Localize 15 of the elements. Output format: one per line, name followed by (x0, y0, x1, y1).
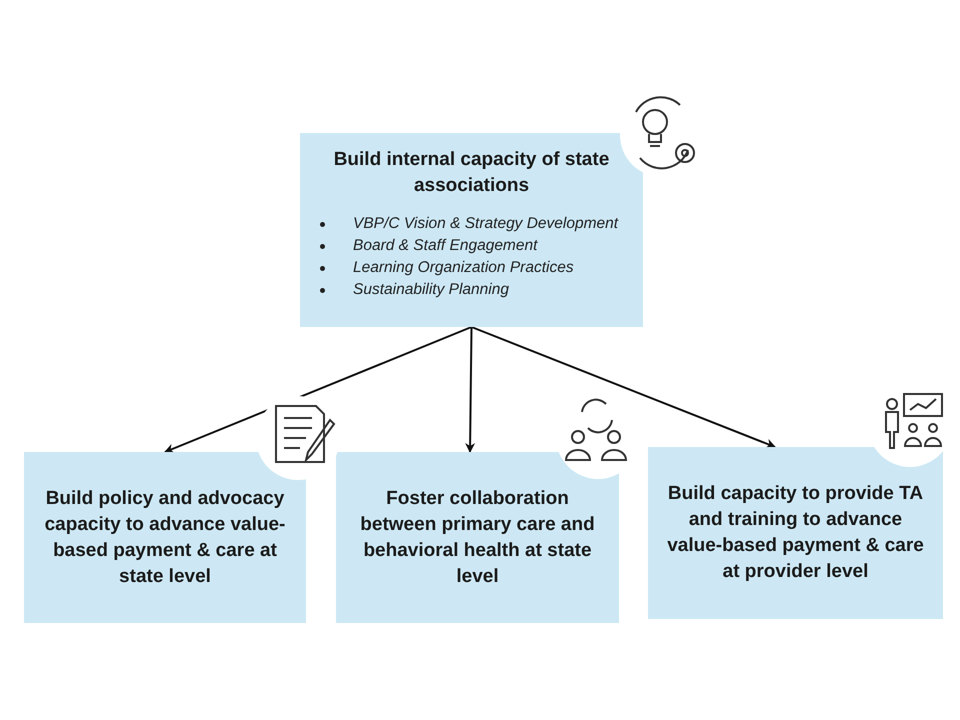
process-box (300, 133, 643, 327)
box-heading: Foster collaboration between primary care and behavioral health at state level (359, 486, 596, 588)
box-heading: Build capacity to provide TA and training to advance value-based payment & care at provider level (666, 482, 925, 584)
box-heading: Build policy and advocacy capacity to advance value-based payment & care at state level (44, 486, 286, 588)
bullet-item: Learning Organization Practices (353, 258, 574, 278)
box-heading: Build internal capacity of state associations (332, 148, 610, 198)
arrow (164, 326, 472, 454)
bullet-item: Board & Staff Engagement (353, 236, 538, 256)
bullet-item: VBP/C Vision & Strategy Development (353, 214, 618, 234)
process-box (24, 452, 306, 623)
process-box (648, 447, 943, 619)
process-box (336, 452, 619, 623)
arrow (465, 326, 476, 453)
bullet-item: Sustainability Planning (353, 280, 509, 300)
arrow (471, 326, 776, 448)
